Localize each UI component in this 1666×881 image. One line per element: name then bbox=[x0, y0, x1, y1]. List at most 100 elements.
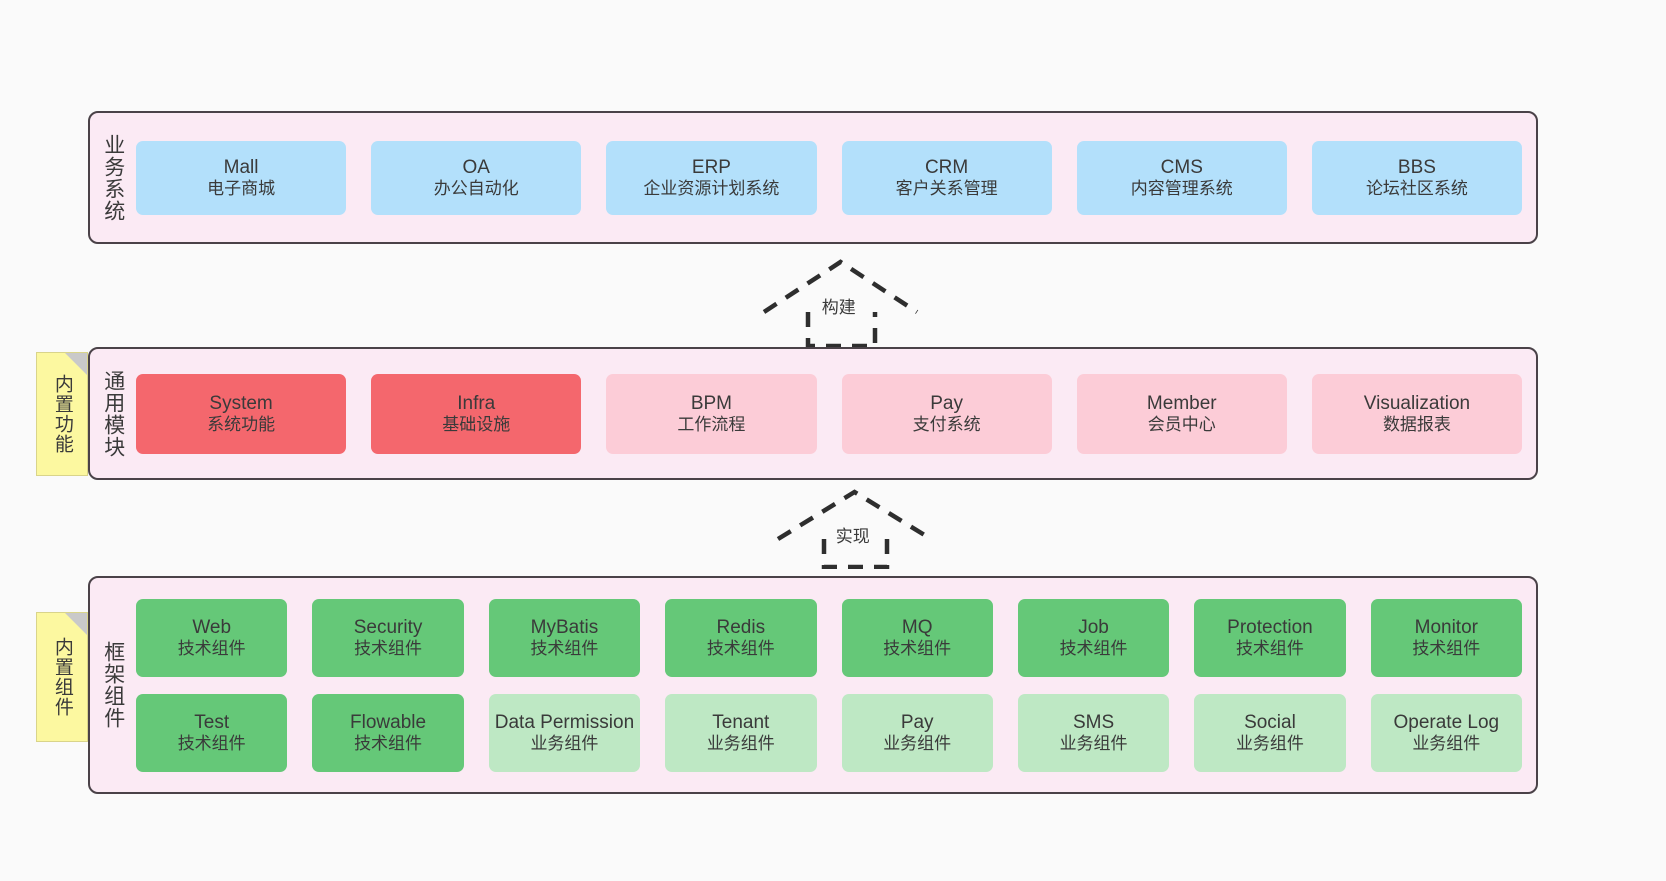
card-title: Social bbox=[1244, 711, 1296, 733]
card-title: Data Permission bbox=[494, 711, 635, 733]
card-operate-log[interactable]: Operate Log 业务组件 bbox=[1370, 693, 1522, 772]
card-infra[interactable]: Infra 基础设施 bbox=[371, 373, 582, 454]
card-row: Web 技术组件 Security 技术组件 MyBatis 技术组件 Redi… bbox=[136, 598, 1522, 677]
card-title: CMS bbox=[1160, 156, 1203, 178]
card-test[interactable]: Test 技术组件 bbox=[136, 693, 288, 772]
card-subtitle: 系统功能 bbox=[207, 414, 276, 434]
arrow-build: 构建 bbox=[753, 256, 928, 349]
card-web[interactable]: Web 技术组件 bbox=[136, 598, 288, 677]
card-title: Job bbox=[1078, 616, 1109, 638]
card-subtitle: 技术组件 bbox=[530, 638, 599, 658]
card-system[interactable]: System 系统功能 bbox=[136, 373, 347, 454]
card-monitor[interactable]: Monitor 技术组件 bbox=[1370, 598, 1522, 677]
card-social[interactable]: Social 业务组件 bbox=[1194, 693, 1346, 772]
card-subtitle: 支付系统 bbox=[912, 414, 981, 434]
card-subtitle: 技术组件 bbox=[1412, 638, 1481, 658]
card-title: Protection bbox=[1227, 616, 1313, 638]
card-data-permission[interactable]: Data Permission 业务组件 bbox=[488, 693, 641, 772]
card-flowable[interactable]: Flowable 技术组件 bbox=[312, 693, 464, 772]
card-subtitle: 技术组件 bbox=[354, 638, 423, 658]
card-title: Test bbox=[194, 711, 230, 733]
card-sms[interactable]: SMS 业务组件 bbox=[1017, 693, 1170, 772]
card-subtitle: 业务组件 bbox=[706, 733, 775, 753]
card-subtitle: 办公自动化 bbox=[433, 178, 519, 198]
card-title: MQ bbox=[901, 616, 933, 638]
card-row: Test 技术组件 Flowable 技术组件 Data Permission … bbox=[136, 693, 1522, 772]
card-title: Redis bbox=[716, 616, 766, 638]
card-bpm[interactable]: BPM 工作流程 bbox=[606, 373, 817, 454]
card-title: CRM bbox=[924, 156, 969, 178]
card-tenant[interactable]: Tenant 业务组件 bbox=[665, 693, 817, 772]
layer-title-common-module: 通用模块 bbox=[101, 369, 125, 458]
card-subtitle: 业务组件 bbox=[1412, 733, 1481, 753]
card-title: Security bbox=[353, 616, 423, 638]
card-pay-component[interactable]: Pay 业务组件 bbox=[841, 693, 993, 772]
arrow-label: 实现 bbox=[835, 527, 870, 546]
layer-common-module: 通用模块 System 系统功能 Infra 基础设施 BPM 工作流程 Pay… bbox=[88, 347, 1538, 480]
card-title: Web bbox=[192, 616, 232, 638]
layer-body-business-system: Mall 电子商城 OA 办公自动化 ERP 企业资源计划系统 CRM 客户关系… bbox=[136, 113, 1536, 242]
card-subtitle: 技术组件 bbox=[1059, 638, 1128, 658]
layer-body-framework-component: Web 技术组件 Security 技术组件 MyBatis 技术组件 Redi… bbox=[136, 578, 1536, 792]
sticky-note-builtin-component: 内置组件 bbox=[36, 612, 88, 742]
card-subtitle: 工作流程 bbox=[677, 414, 746, 434]
dashed-generalization-arrow-icon bbox=[762, 259, 919, 349]
card-subtitle: 电子商城 bbox=[207, 178, 276, 198]
card-title: Visualization bbox=[1363, 392, 1471, 414]
layer-title-framework-component: 框架组件 bbox=[101, 641, 125, 729]
card-subtitle: 技术组件 bbox=[354, 733, 423, 753]
folded-corner-icon bbox=[65, 613, 87, 635]
card-subtitle: 技术组件 bbox=[1235, 638, 1304, 658]
card-row: System 系统功能 Infra 基础设施 BPM 工作流程 Pay 支付系统… bbox=[136, 373, 1523, 454]
card-subtitle: 业务组件 bbox=[530, 733, 599, 753]
card-member[interactable]: Member 会员中心 bbox=[1076, 373, 1287, 454]
card-title: ERP bbox=[691, 156, 731, 178]
card-title: Operate Log bbox=[1393, 711, 1500, 733]
card-subtitle: 会员中心 bbox=[1147, 414, 1216, 434]
card-title: Monitor bbox=[1414, 616, 1478, 638]
dashed-generalization-arrow-icon bbox=[776, 489, 933, 570]
card-security[interactable]: Security 技术组件 bbox=[312, 598, 464, 677]
card-title: BBS bbox=[1397, 156, 1436, 178]
card-mybatis[interactable]: MyBatis 技术组件 bbox=[488, 598, 641, 677]
card-subtitle: 技术组件 bbox=[177, 638, 246, 658]
sticky-note-builtin-function: 内置功能 bbox=[36, 352, 88, 476]
sticky-note-label: 内置组件 bbox=[51, 637, 73, 717]
card-oa[interactable]: OA 办公自动化 bbox=[371, 140, 582, 215]
sticky-note-label: 内置功能 bbox=[51, 374, 73, 454]
card-subtitle: 技术组件 bbox=[706, 638, 775, 658]
layer-business-system: 业务系统 Mall 电子商城 OA 办公自动化 ERP 企业资源计划系统 CRM… bbox=[88, 111, 1538, 244]
card-subtitle: 企业资源计划系统 bbox=[643, 178, 780, 198]
card-subtitle: 业务组件 bbox=[1059, 733, 1128, 753]
card-protection[interactable]: Protection 技术组件 bbox=[1194, 598, 1346, 677]
folded-corner-icon bbox=[65, 353, 87, 375]
card-title: Pay bbox=[930, 392, 963, 414]
card-row: Mall 电子商城 OA 办公自动化 ERP 企业资源计划系统 CRM 客户关系… bbox=[136, 140, 1523, 215]
card-job[interactable]: Job 技术组件 bbox=[1017, 598, 1170, 677]
card-subtitle: 技术组件 bbox=[177, 733, 246, 753]
card-title: MyBatis bbox=[530, 616, 599, 638]
card-subtitle: 基础设施 bbox=[442, 414, 511, 434]
layer-body-common-module: System 系统功能 Infra 基础设施 BPM 工作流程 Pay 支付系统… bbox=[136, 349, 1536, 478]
card-subtitle: 客户关系管理 bbox=[895, 178, 998, 198]
card-title: Infra bbox=[457, 392, 496, 414]
layer-title-business-system: 业务系统 bbox=[101, 133, 125, 222]
card-crm[interactable]: CRM 客户关系管理 bbox=[841, 140, 1052, 215]
card-subtitle: 内容管理系统 bbox=[1130, 178, 1233, 198]
layer-framework-component: 框架组件 Web 技术组件 Security 技术组件 MyBatis 技术组件… bbox=[88, 576, 1538, 794]
card-mall[interactable]: Mall 电子商城 bbox=[136, 140, 347, 215]
card-cms[interactable]: CMS 内容管理系统 bbox=[1076, 140, 1287, 215]
card-visualization[interactable]: Visualization 数据报表 bbox=[1311, 373, 1523, 454]
card-title: OA bbox=[462, 156, 490, 178]
card-redis[interactable]: Redis 技术组件 bbox=[665, 598, 817, 677]
card-erp[interactable]: ERP 企业资源计划系统 bbox=[606, 140, 817, 215]
card-mq[interactable]: MQ 技术组件 bbox=[841, 598, 993, 677]
card-pay[interactable]: Pay 支付系统 bbox=[841, 373, 1052, 454]
card-bbs[interactable]: BBS 论坛社区系统 bbox=[1311, 140, 1523, 215]
card-subtitle: 业务组件 bbox=[883, 733, 952, 753]
card-subtitle: 数据报表 bbox=[1382, 414, 1451, 434]
card-title: SMS bbox=[1072, 711, 1115, 733]
arrow-label: 构建 bbox=[821, 298, 856, 317]
card-title: Pay bbox=[900, 711, 934, 733]
